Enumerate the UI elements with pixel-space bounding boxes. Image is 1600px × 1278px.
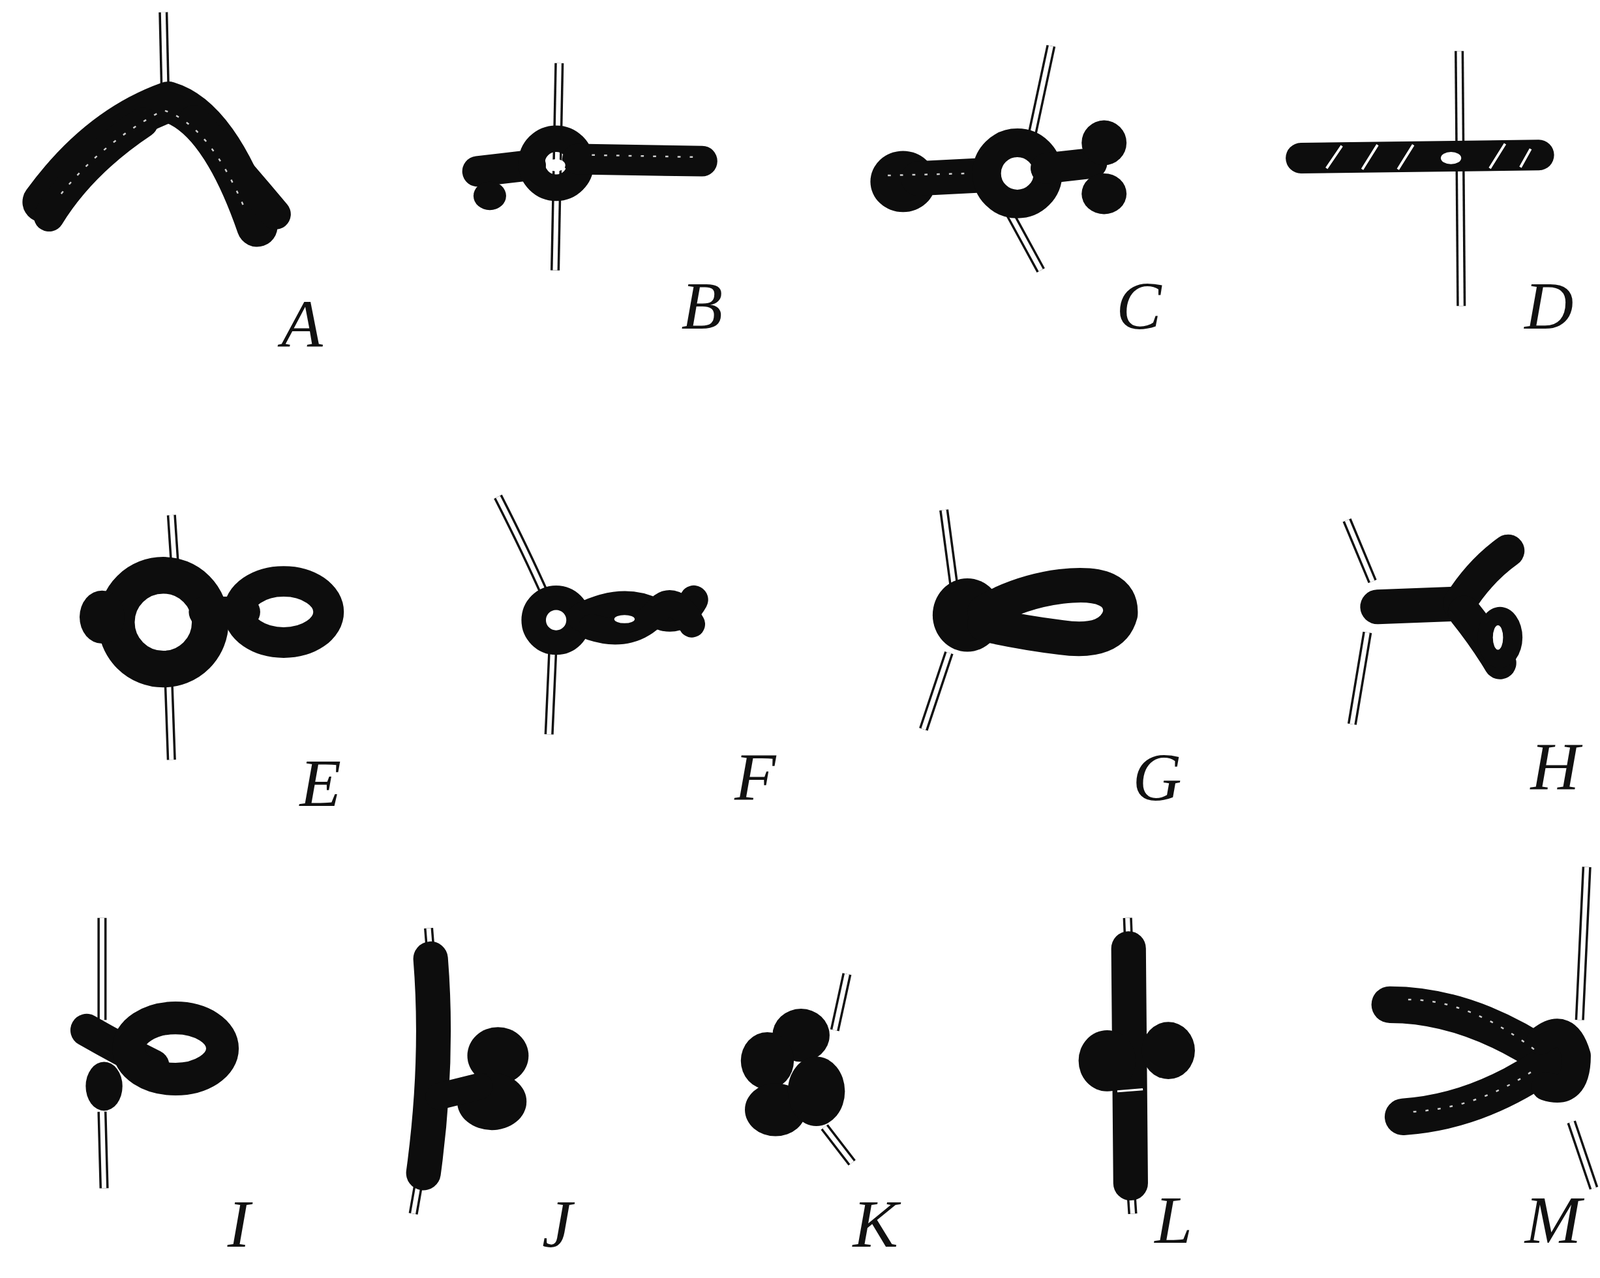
chromosome xyxy=(1078,1030,1137,1092)
chromosome-gap xyxy=(1440,151,1462,165)
chromosome xyxy=(193,120,276,215)
chromosome xyxy=(787,1057,846,1127)
figure-letter: H xyxy=(1530,733,1580,801)
figure-letter: A xyxy=(281,290,323,359)
figure-letter: M xyxy=(1524,1186,1582,1255)
chromosome-gap xyxy=(169,1045,195,1057)
chromosome xyxy=(423,958,434,1173)
figure-letter: G xyxy=(1132,743,1182,812)
chromosome xyxy=(85,1061,122,1111)
chromosome-gap xyxy=(547,159,566,172)
chromosome xyxy=(1142,1022,1195,1080)
thread xyxy=(168,515,176,760)
thread xyxy=(1459,50,1462,306)
chromosome xyxy=(984,585,1121,640)
figure-letter: K xyxy=(853,1190,899,1259)
figure-letter: B xyxy=(681,271,724,340)
figure-letter: E xyxy=(299,749,342,818)
chromosome xyxy=(1540,1033,1577,1089)
chromosome-texture xyxy=(1408,999,1537,1113)
chromosome xyxy=(591,603,692,632)
figure-letter: J xyxy=(542,1190,573,1259)
chromosome xyxy=(1046,163,1092,169)
figure-letter: L xyxy=(1154,1186,1193,1255)
chromosome xyxy=(1477,607,1523,669)
chromosome-twist xyxy=(1326,144,1531,170)
chromosome xyxy=(79,590,125,644)
chromosome xyxy=(1081,173,1127,215)
chromosome xyxy=(48,122,143,217)
chromosome-texture xyxy=(887,173,970,176)
chromosome-gap xyxy=(1493,625,1504,651)
chromosome-gap xyxy=(1003,165,1032,186)
chromosome xyxy=(473,181,507,211)
chromosome xyxy=(438,1086,481,1098)
chromosome-gap xyxy=(547,615,565,630)
chromosome-texture xyxy=(1117,1089,1143,1092)
chromosome xyxy=(1081,120,1127,166)
chromosome-texture xyxy=(591,155,694,158)
chromosome xyxy=(918,175,980,179)
figure-letter: D xyxy=(1524,271,1574,340)
chromosome xyxy=(740,1032,794,1090)
figure-letter: C xyxy=(1116,271,1162,340)
chromosome xyxy=(204,596,246,628)
chromosome xyxy=(1403,1061,1552,1118)
thread xyxy=(168,515,176,760)
chromosome-gap xyxy=(269,607,306,618)
thread xyxy=(1346,520,1373,725)
thread xyxy=(1459,50,1462,306)
figure-letter: I xyxy=(227,1190,251,1259)
chromosome-gap xyxy=(1062,609,1092,619)
chromosome xyxy=(577,159,702,162)
chromosome-texture xyxy=(61,110,246,210)
figure-letter: F xyxy=(734,743,777,812)
chromosome-gap xyxy=(614,615,635,624)
chromosome xyxy=(128,1018,223,1080)
thread xyxy=(1346,520,1373,725)
